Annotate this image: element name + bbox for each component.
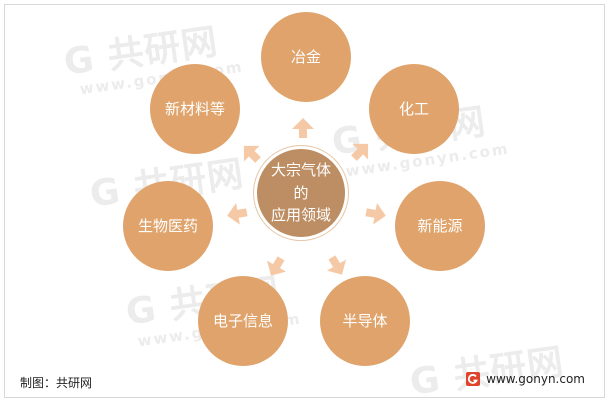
node-label: 生物医药 xyxy=(137,216,198,235)
node-label: 电子信息 xyxy=(212,311,273,330)
node-metallurgy: 冶金 xyxy=(261,12,351,102)
node-electronics: 电子信息 xyxy=(198,276,288,366)
node-chemical: 化工 xyxy=(369,64,459,154)
gonyn-logo-icon xyxy=(466,372,481,386)
arrow-up-left-icon xyxy=(243,145,261,163)
node-label: 冶金 xyxy=(290,47,321,66)
node-label: 半导体 xyxy=(342,311,388,330)
node-label: 新能源 xyxy=(417,216,463,235)
arrow-down-right-icon xyxy=(326,255,347,275)
arrow-left-icon xyxy=(227,202,248,225)
center-node: 大宗气体的应用领域 xyxy=(254,146,348,240)
arrow-up-right-icon xyxy=(351,143,369,161)
watermark-logo: G 共研网 xyxy=(407,341,567,404)
website-caption: www.gonyn.com xyxy=(466,372,585,386)
node-semiconductor: 半导体 xyxy=(320,276,410,366)
arrow-right-icon xyxy=(365,202,386,225)
node-new-energy: 新能源 xyxy=(395,181,485,271)
node-label: 化工 xyxy=(398,99,429,118)
arrow-up-icon xyxy=(292,118,314,138)
arrow-down-left-icon xyxy=(266,256,287,276)
website-url: www.gonyn.com xyxy=(486,372,585,386)
diagram-frame: G 共研网 www.gonyn.com G 共研网 www.gonyn.com … xyxy=(4,4,605,404)
node-biomedicine: 生物医药 xyxy=(123,181,213,271)
source-caption: 制图：共研网 xyxy=(20,376,93,390)
node-new-materials: 新材料等 xyxy=(150,64,240,154)
center-label: 大宗气体的应用领域 xyxy=(271,161,332,225)
node-label: 新材料等 xyxy=(164,99,225,118)
